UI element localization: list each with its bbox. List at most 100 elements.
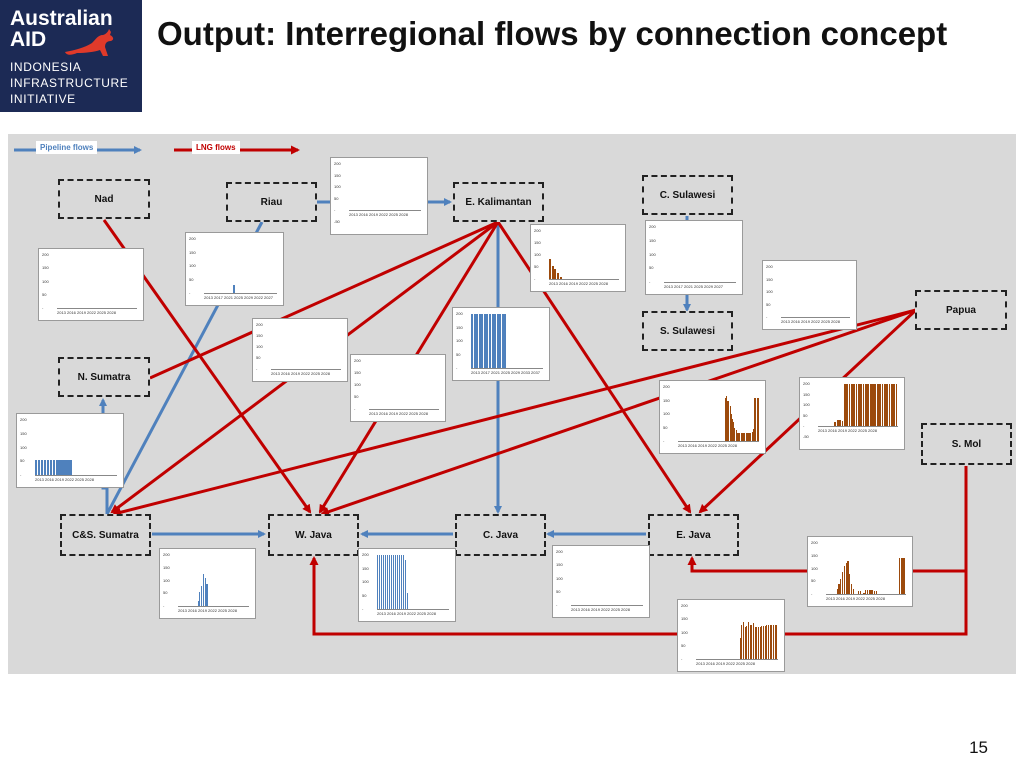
minichart-ytick: 150 — [663, 397, 670, 403]
minichart-xlabels: 2013 2016 2019 2022 2025 2028 — [377, 611, 436, 616]
minichart-bar — [383, 555, 385, 609]
minichart-bar — [744, 627, 746, 659]
minichart-ytick: - — [362, 606, 364, 611]
minichart-bar — [58, 459, 61, 475]
minichart-bar — [395, 555, 397, 609]
minichart-bar — [67, 459, 70, 475]
minichart-bar — [754, 627, 756, 659]
minichart-ytick: 200 — [42, 252, 49, 257]
minichart-bar — [749, 624, 751, 659]
minichart-bar — [852, 588, 854, 594]
minichart-bar — [863, 592, 865, 594]
minichart-ytick: 150 — [334, 172, 341, 178]
logo-sub-2: INFRASTRUCTURE — [10, 76, 129, 90]
minichart-ytick: 50 — [649, 265, 654, 271]
minichart-xlabels: 2013 2016 2019 2022 2025 2028 — [369, 411, 428, 416]
minichart-ytick: 150 — [362, 565, 369, 571]
minichart-bar — [754, 397, 755, 441]
minichart-bar — [504, 314, 507, 368]
minichart-bar — [769, 624, 771, 659]
minichart-ytick: 50 — [362, 592, 367, 598]
minichart-bar — [874, 384, 877, 427]
minichart-bar — [739, 637, 741, 659]
minichart-ytick: 150 — [649, 237, 656, 243]
minichart-bar — [843, 384, 846, 427]
minichart-bar — [738, 432, 739, 441]
minichart-bar — [747, 621, 749, 659]
node-cs-sumatra: C&S. Sumatra — [60, 514, 151, 556]
minichart-bar — [729, 405, 731, 441]
minichart-bar — [55, 459, 58, 475]
minichart-bar — [752, 428, 754, 441]
minichart-ytick: 100 — [681, 629, 688, 635]
minichart-bar — [70, 459, 73, 475]
node-papua: Papua — [915, 290, 1007, 330]
minichart-ytick: -50 — [803, 434, 809, 439]
minichart-bar — [740, 432, 742, 441]
minichart-ytick: 200 — [556, 549, 563, 554]
minichart-bar — [859, 591, 861, 594]
minichart-ytick: 200 — [362, 552, 369, 557]
minichart-ytick: 100 — [456, 338, 463, 343]
flow-ekal-nsum — [149, 220, 499, 380]
minichart-bar — [744, 432, 746, 441]
minichart-bar — [872, 384, 874, 427]
minichart-ytick: 150 — [42, 265, 49, 271]
minichart-bar — [836, 420, 839, 427]
minichart-ytick: 100 — [20, 444, 27, 450]
minichart-bar — [839, 420, 841, 427]
minichart-x-axis — [178, 606, 249, 607]
node-s-sulawesi: S. Sulawesi — [642, 311, 733, 351]
minichart-ytick: 200 — [256, 322, 263, 327]
minichart-xlabels: 2013 2016 2019 2022 2025 2028 — [818, 428, 877, 434]
minichart-bar — [841, 421, 844, 427]
minichart-ytick: 50 — [189, 276, 194, 282]
minichart-bar — [904, 558, 906, 594]
minichart-bar — [201, 585, 203, 606]
minichart-ytick: 50 — [556, 588, 561, 594]
minichart-bar — [551, 265, 554, 279]
minichart-x-axis — [35, 475, 117, 476]
minichart-ytick: 150 — [354, 370, 361, 375]
minichart-ytick: - — [334, 207, 336, 213]
minichart-ytick: - — [649, 279, 651, 284]
minichart-ytick: 150 — [556, 562, 563, 568]
minichart-ytick: - — [189, 290, 191, 295]
minichart-xlabels: 2013 2016 2019 2022 2025 2028 — [271, 371, 330, 376]
minichart-bar — [741, 624, 743, 659]
minichart-ytick: 150 — [189, 249, 196, 255]
minichart-bar — [399, 555, 401, 609]
minichart-x-axis — [471, 368, 543, 369]
minichart-bar — [734, 427, 736, 441]
flow-papua-wjava — [320, 308, 917, 516]
minichart-bar — [834, 422, 837, 427]
minichart-ytick: 200 — [534, 228, 541, 233]
minichart-bar — [902, 558, 904, 594]
minichart-bar — [872, 590, 874, 594]
minichart-bar — [774, 624, 776, 659]
minichart-ytick: - — [163, 603, 165, 608]
minichart-bar — [35, 459, 38, 475]
minichart-bar — [385, 555, 387, 609]
minichart-bar — [860, 384, 863, 427]
minichart-bar — [403, 555, 405, 609]
minichart-bar — [494, 314, 497, 368]
minichart-bar — [876, 384, 879, 427]
minichart-bar — [858, 384, 860, 427]
minichart-bar — [549, 258, 552, 279]
minichart-bar — [755, 397, 757, 441]
minichart-x-axis — [826, 594, 906, 595]
minichart-ytick: 200 — [649, 224, 656, 229]
minichart-bar — [888, 384, 891, 427]
minichart-ytick: -50 — [334, 219, 340, 224]
minichart-ytick: 100 — [362, 579, 369, 584]
minichart-x-axis — [664, 282, 736, 283]
minichart-ytick: - — [556, 602, 558, 607]
minichart-bar — [752, 623, 754, 659]
minichart-bar — [379, 555, 381, 609]
